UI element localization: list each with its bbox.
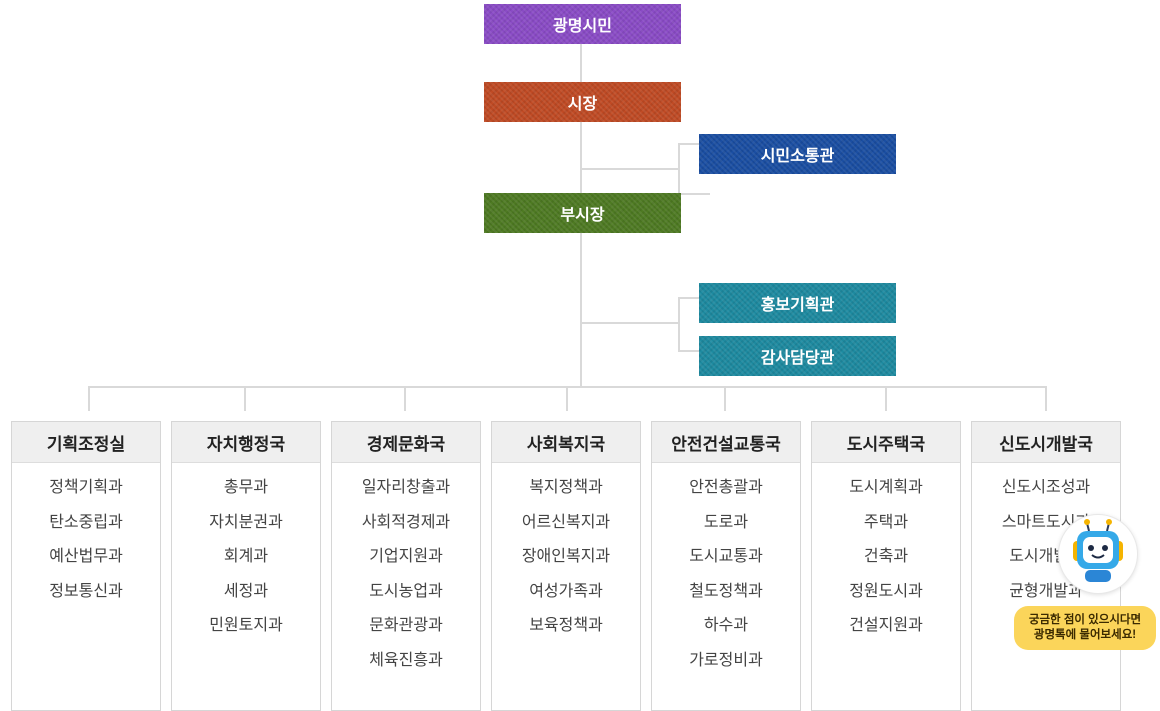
division-item[interactable]: 체육진흥과 [369,651,443,669]
dept-economy-culture: 경제문화국 일자리창출과 사회적경제과 기업지원과 도시농업과 문화관광과 체육… [331,421,481,711]
connector-staff-h [580,322,678,324]
connector-citizen-comm-bottom [678,193,710,195]
citizen-comm-box[interactable]: 시민소통관 [699,134,896,174]
connector-dept-drop-5 [724,386,726,411]
division-item[interactable]: 도시계획과 [849,479,923,496]
division-item[interactable]: 하수과 [703,617,749,634]
mayor-box[interactable]: 시장 [484,82,681,122]
division-item[interactable]: 보육정책과 [529,617,603,634]
connector-pr-stub [678,297,700,299]
connector-dept-drop-7 [1045,386,1047,411]
connector-dept-drop-4 [566,386,568,411]
division-item[interactable]: 총무과 [223,479,269,496]
connector-dept-drop-2 [244,386,246,411]
chatbot-line-1: 궁금한 점이 있으시다면 [1028,614,1142,626]
division-item[interactable]: 세정과 [223,582,269,600]
dept-title[interactable]: 기획조정실 [12,422,160,463]
division-item[interactable]: 정원도시과 [849,582,923,600]
division-item[interactable]: 사회적경제과 [361,513,451,531]
division-item[interactable]: 도시교통과 [689,548,763,565]
division-item[interactable]: 철도정책과 [689,582,763,600]
division-item[interactable]: 어르신복지과 [521,513,611,531]
division-item[interactable]: 정책기획과 [49,479,123,496]
citizens-box: 광명시민 [484,4,681,44]
chatbot-line-2: 광명톡에 물어보세요! [1033,629,1137,641]
dept-title[interactable]: 사회복지국 [492,422,640,463]
robot-mascot-icon[interactable] [1058,514,1138,594]
division-item[interactable]: 도로과 [703,513,749,531]
division-item[interactable]: 탄소중립과 [49,513,123,531]
division-item[interactable]: 장애인복지과 [521,548,611,565]
division-item[interactable]: 복지정책과 [529,479,603,496]
dept-title[interactable]: 도시주택국 [812,422,960,463]
connector-citizen-comm-h [580,168,678,170]
connector-citizen-comm-v [678,143,680,195]
division-item[interactable]: 가로정비과 [689,651,763,669]
division-item[interactable]: 예산법무과 [49,548,123,565]
dept-title[interactable]: 안전건설교통국 [652,422,800,463]
division-item[interactable]: 문화관광과 [369,617,443,634]
chatbot-speech-bubble[interactable]: 궁금한 점이 있으시다면 광명톡에 물어보세요! [1014,606,1156,650]
division-item[interactable]: 일자리창출과 [361,479,451,496]
dept-urban-housing: 도시주택국 도시계획과 주택과 건축과 정원도시과 건설지원과 [811,421,961,711]
chatbot-widget[interactable]: 궁금한 점이 있으시다면 광명톡에 물어보세요! [1008,510,1160,660]
division-item[interactable]: 주택과 [863,513,909,531]
division-item[interactable]: 신도시조성과 [1001,479,1091,496]
connector-staff-v [678,297,680,352]
connector-dept-drop-1 [88,386,90,411]
pr-planning-box[interactable]: 홍보기획관 [699,283,896,323]
division-item[interactable]: 도시농업과 [369,582,443,600]
division-item[interactable]: 민원토지과 [209,617,283,634]
division-item[interactable]: 여성가족과 [529,582,603,600]
connector-dept-drop-6 [885,386,887,411]
dept-safety-construction-transport: 안전건설교통국 안전총괄과 도로과 도시교통과 철도정책과 하수과 가로정비과 [651,421,801,711]
division-item[interactable]: 안전총괄과 [689,479,763,496]
connector-dept-drop-3 [404,386,406,411]
division-item[interactable]: 건설지원과 [849,617,923,634]
dept-autonomy-admin: 자치행정국 총무과 자치분권과 회계과 세정과 민원토지과 [171,421,321,711]
audit-box[interactable]: 감사담당관 [699,336,896,376]
dept-social-welfare: 사회복지국 복지정책과 어르신복지과 장애인복지과 여성가족과 보육정책과 [491,421,641,711]
division-item[interactable]: 정보통신과 [49,582,123,600]
vice-mayor-box[interactable]: 부시장 [484,193,681,233]
dept-planning: 기획조정실 정책기획과 탄소중립과 예산법무과 정보통신과 [11,421,161,711]
division-item[interactable]: 건축과 [863,548,909,565]
connector-citizen-comm-top [678,143,700,145]
dept-title[interactable]: 신도시개발국 [972,422,1120,463]
connector-audit-stub [678,350,700,352]
division-item[interactable]: 회계과 [223,548,269,565]
dept-title[interactable]: 경제문화국 [332,422,480,463]
dept-title[interactable]: 자치행정국 [172,422,320,463]
division-item[interactable]: 균형개발과 [1009,582,1083,600]
division-item[interactable]: 기업지원과 [369,548,443,565]
division-item[interactable]: 자치분권과 [209,513,283,531]
